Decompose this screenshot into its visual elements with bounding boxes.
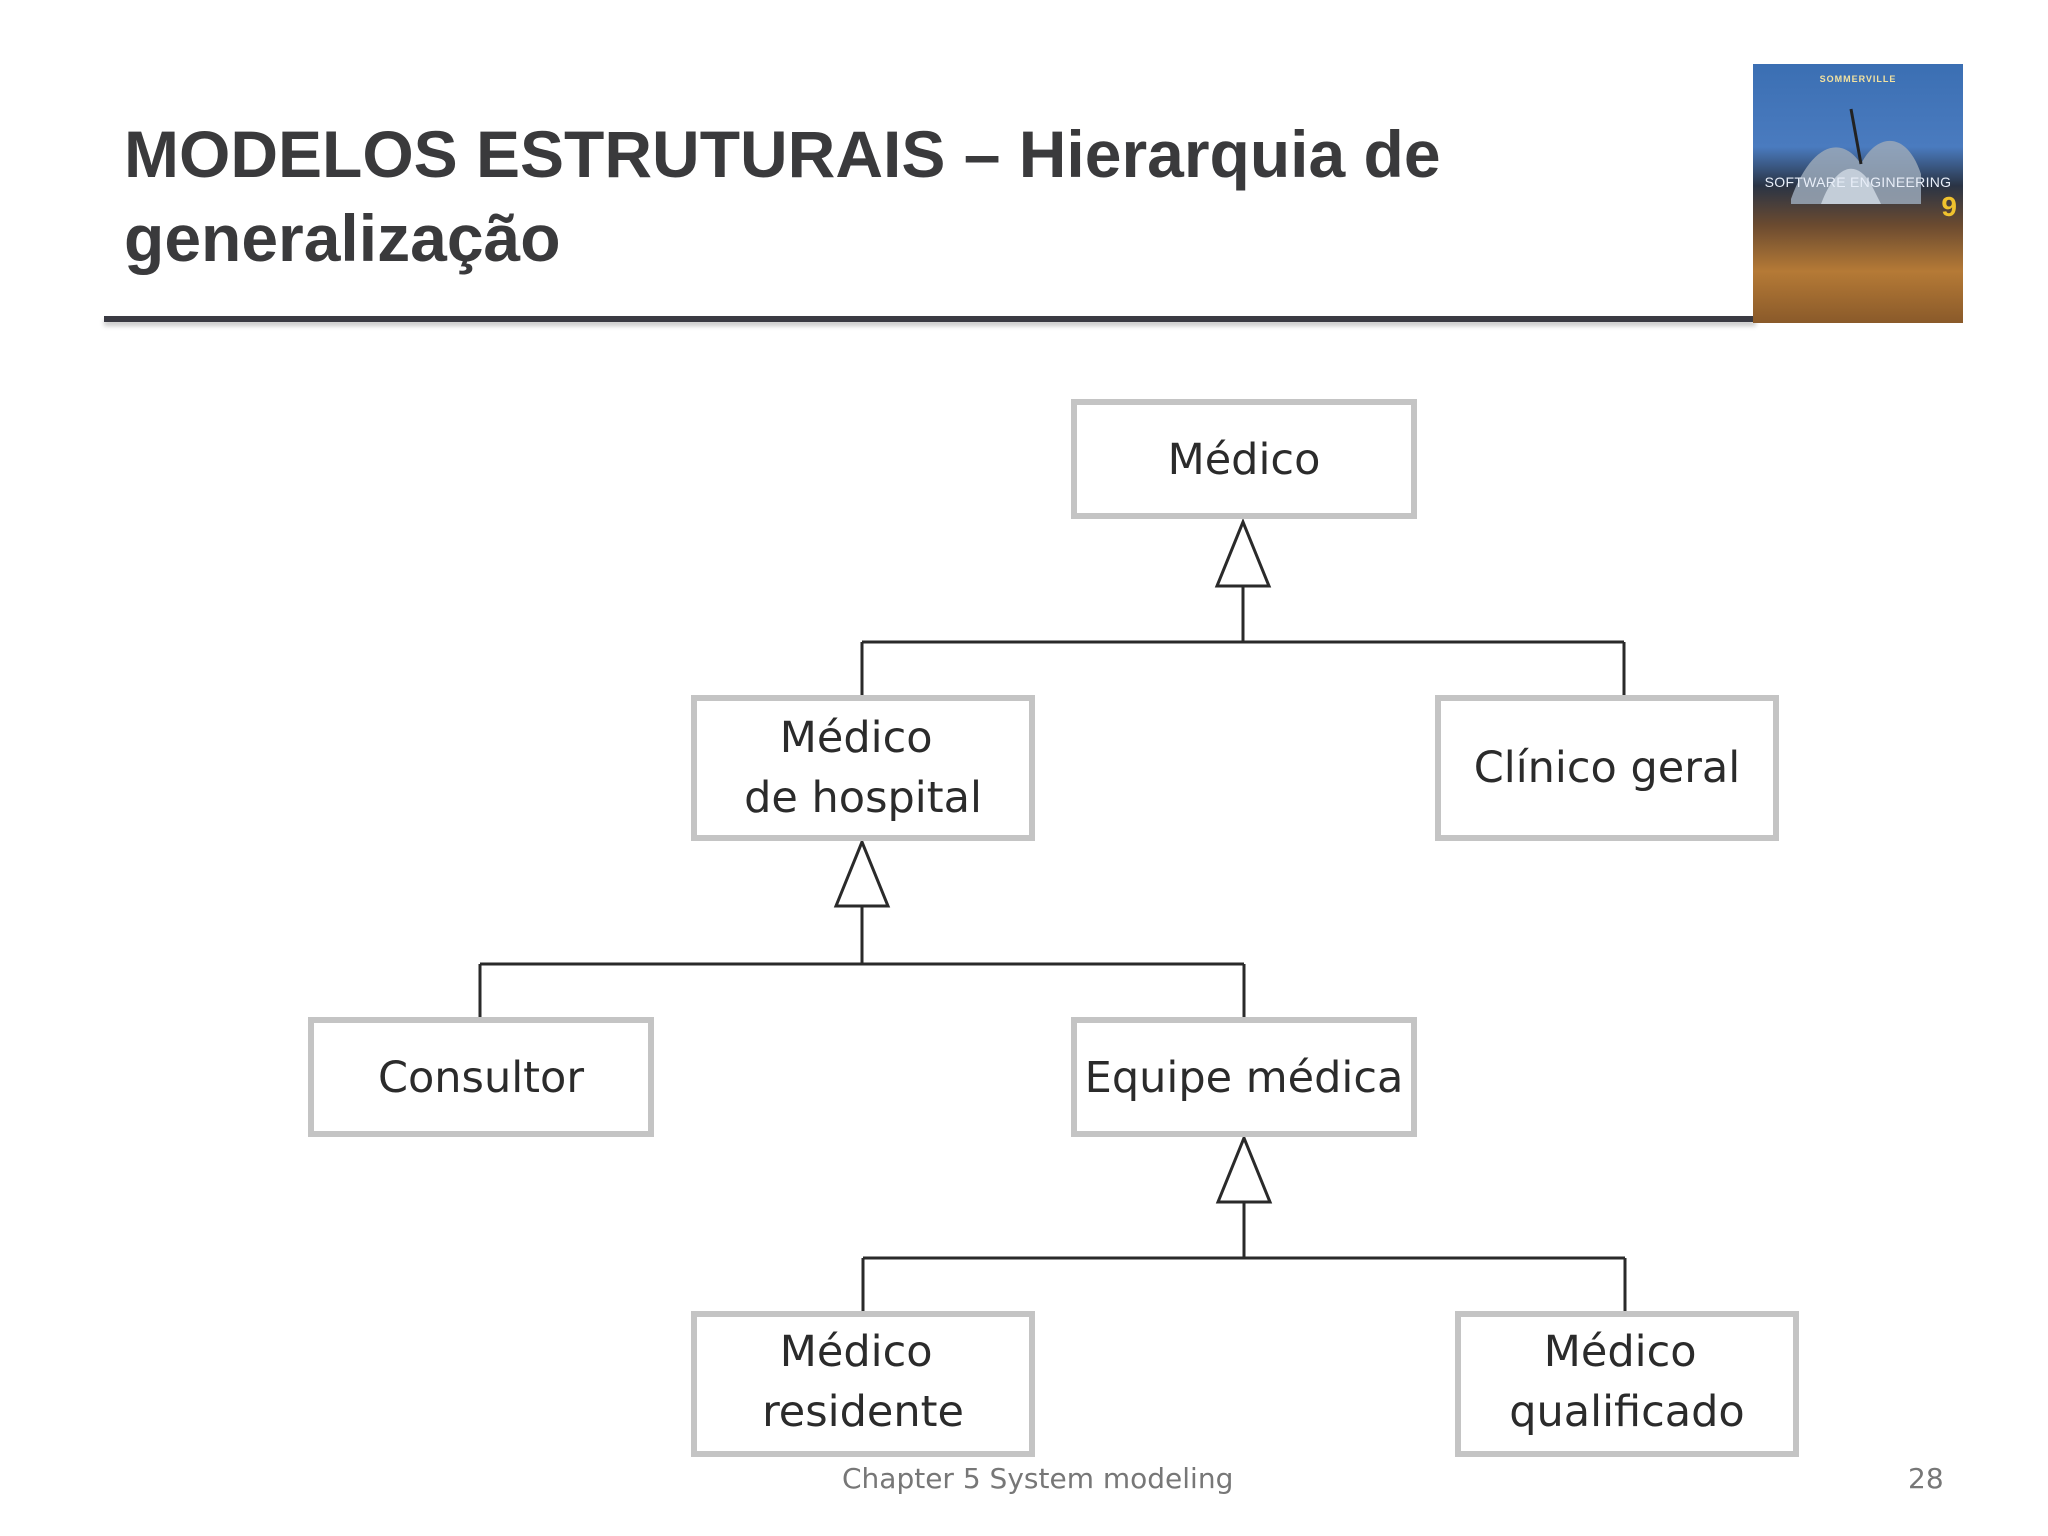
- class-box-label: Equipe médica: [1085, 1053, 1404, 1103]
- class-box-border: [1455, 1311, 1799, 1457]
- slide-title: MODELOS ESTRUTURAIS – Hierarquia de gene…: [124, 117, 1441, 275]
- class-box-label-line: Médico: [1544, 1327, 1697, 1377]
- book-author: SOMMERVILLE: [1819, 74, 1897, 84]
- class-box-label-line: Médico: [780, 1327, 933, 1377]
- generalization-arrow-icon: [833, 838, 891, 908]
- class-box-border: [308, 1017, 654, 1137]
- class-box-consultor: Consultor: [308, 1017, 654, 1137]
- page-number: 28: [1908, 1462, 1944, 1495]
- book-series-title: SOFTWARE ENGINEERING: [1764, 174, 1952, 190]
- book-edition: 9: [1941, 191, 1957, 222]
- class-box-label-line: qualificado: [1509, 1387, 1744, 1437]
- class-box-label-line: Médico: [780, 713, 933, 763]
- class-box-label: Médico qualificado: [1509, 1327, 1744, 1437]
- class-box-label: Clínico geral: [1474, 743, 1740, 793]
- class-box-label-line: Médico: [1168, 435, 1321, 485]
- class-box-label-line: residente: [762, 1387, 964, 1437]
- building-illustration-icon: [1791, 108, 1921, 204]
- class-box-border: [1435, 695, 1779, 841]
- generalization-arrow-icon: [1215, 1134, 1273, 1204]
- class-box-border: [1071, 399, 1417, 519]
- book-cover-image: SOMMERVILLE SOFTWARE ENGINEERING 9: [1753, 64, 1963, 323]
- class-box-border: [1071, 1017, 1417, 1137]
- class-box-clinico-geral: Clínico geral: [1435, 695, 1779, 841]
- class-box-label: Médico residente: [762, 1327, 964, 1437]
- class-box-equipe-medica: Equipe médica: [1071, 1017, 1417, 1137]
- class-box-label-line: de hospital: [744, 773, 982, 823]
- class-box-medico: Médico: [1071, 399, 1417, 519]
- class-box-label-line: Equipe médica: [1085, 1053, 1404, 1103]
- class-box-medico-de-hospital: Médico de hospital: [691, 695, 1035, 841]
- class-box-medico-residente: Médico residente: [691, 1311, 1035, 1457]
- connectors: [478, 518, 1627, 1312]
- class-box-medico-qualificado: Médico qualificado: [1455, 1311, 1799, 1457]
- slide-footer: Chapter 5 System modeling: [842, 1462, 1234, 1495]
- class-box-label-line: Consultor: [378, 1053, 584, 1103]
- class-box-label: Médico de hospital: [744, 713, 982, 823]
- generalization-arrow-icon: [1214, 518, 1272, 588]
- class-box-border: [691, 695, 1035, 841]
- class-box-label: Médico: [1168, 435, 1321, 485]
- class-box-border: [691, 1311, 1035, 1457]
- class-boxes: Médico Médico de hospital Clínico geral …: [308, 399, 1799, 1457]
- class-box-label: Consultor: [378, 1053, 584, 1103]
- class-box-label-line: Clínico geral: [1474, 743, 1740, 793]
- title-divider: [104, 316, 1756, 322]
